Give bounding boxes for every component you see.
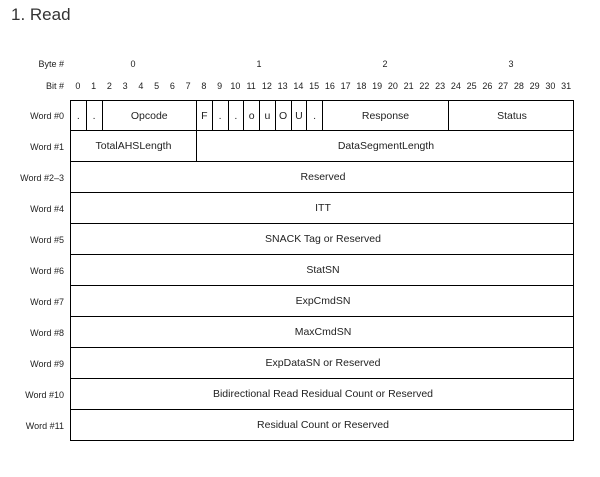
- bit-number: 26: [482, 81, 493, 91]
- bit-number: 22: [419, 81, 430, 91]
- field-cell: StatSN: [306, 264, 340, 276]
- word-row: SNACK Tag or Reserved: [70, 224, 574, 255]
- bit-number: 6: [169, 81, 175, 91]
- word-label: Word #5: [30, 234, 64, 245]
- field-cell: MaxCmdSN: [294, 326, 352, 338]
- field-cell: F: [197, 101, 213, 131]
- word-label: Word #9: [30, 358, 64, 369]
- bit-number: 12: [261, 81, 272, 91]
- field-cell: Reserved: [300, 171, 346, 183]
- word-label: Word #2–3: [20, 172, 64, 183]
- field-cell: Bidirectional Read Residual Count or Res…: [212, 388, 434, 400]
- bit-number: 24: [450, 81, 461, 91]
- field-cell: Opcode: [103, 101, 197, 131]
- bit-number: 20: [387, 81, 398, 91]
- bit-number: 18: [356, 81, 367, 91]
- word-label: Word #0: [30, 110, 64, 121]
- bit-number: 29: [529, 81, 540, 91]
- bit-number: 21: [403, 81, 414, 91]
- bit-number: 8: [201, 81, 207, 91]
- bit-number: 10: [230, 81, 241, 91]
- bit-number: 9: [217, 81, 223, 91]
- word-row: ExpDataSN or Reserved: [70, 348, 574, 379]
- field-cell: .: [229, 101, 245, 131]
- word-label: Word #10: [25, 389, 64, 400]
- field-cell: SNACK Tag or Reserved: [265, 233, 381, 245]
- field-cell: .: [87, 101, 103, 131]
- word-row: StatSN: [70, 255, 574, 286]
- word-row: ExpCmdSN: [70, 286, 574, 317]
- bit-number: 17: [340, 81, 351, 91]
- bit-number: 15: [309, 81, 320, 91]
- byte-number: 3: [508, 59, 514, 69]
- bit-number: 27: [498, 81, 509, 91]
- word-label: Word #8: [30, 327, 64, 338]
- field-cell: Status: [497, 110, 527, 122]
- bit-number: 0: [75, 81, 81, 91]
- word-label: Word #7: [30, 296, 64, 307]
- field-cell: O: [276, 101, 292, 131]
- field-cell: DataSegmentLength: [337, 140, 435, 152]
- byte-number: 0: [130, 59, 136, 69]
- word-label: Word #6: [30, 265, 64, 276]
- field-cell: .: [307, 101, 323, 131]
- word-row: MaxCmdSN: [70, 317, 574, 348]
- bit-number: 31: [561, 81, 572, 91]
- bit-number: 3: [122, 81, 128, 91]
- field-cell: ITT: [315, 202, 331, 214]
- bit-number: 1: [91, 81, 97, 91]
- word-label: Word #11: [25, 420, 64, 431]
- field-cell: Residual Count or Reserved: [257, 419, 389, 431]
- field-cell: ExpDataSN or Reserved: [265, 357, 381, 369]
- field-cell: u: [260, 101, 276, 131]
- bit-number: 13: [277, 81, 288, 91]
- bit-number: 30: [545, 81, 556, 91]
- field-cell: U: [292, 101, 308, 131]
- bit-number: 7: [185, 81, 191, 91]
- field-cell: Response: [323, 101, 449, 131]
- byte-number: 2: [382, 59, 388, 69]
- field-cell: .: [71, 101, 87, 131]
- byte-header-label: Byte #: [38, 59, 64, 69]
- bit-number: 16: [324, 81, 335, 91]
- bit-number: 2: [106, 81, 112, 91]
- bit-number: 4: [138, 81, 144, 91]
- word-row: Residual Count or Reserved: [70, 410, 574, 441]
- word-row: Reserved: [70, 162, 574, 193]
- word-row: ITT: [70, 193, 574, 224]
- bit-number: 11: [246, 81, 256, 91]
- byte-number: 1: [256, 59, 262, 69]
- field-cell: TotalAHSLength: [71, 131, 197, 161]
- field-cell: ExpCmdSN: [295, 295, 351, 307]
- bit-header-label: Bit #: [45, 81, 64, 91]
- bit-number: 25: [466, 81, 477, 91]
- field-cell: .: [213, 101, 229, 131]
- word-row: TotalAHSLength DataSegmentLength: [70, 131, 574, 162]
- bit-number: 23: [435, 81, 446, 91]
- page-title: 1. Read: [11, 5, 71, 24]
- bit-number: 14: [293, 81, 304, 91]
- bit-number: 19: [372, 81, 383, 91]
- word-row: Bidirectional Read Residual Count or Res…: [70, 379, 574, 410]
- word-label: Word #1: [30, 141, 64, 152]
- bit-number: 5: [154, 81, 160, 91]
- bit-number: 28: [513, 81, 524, 91]
- field-cell: o: [244, 101, 260, 131]
- word-label: Word #4: [30, 203, 64, 214]
